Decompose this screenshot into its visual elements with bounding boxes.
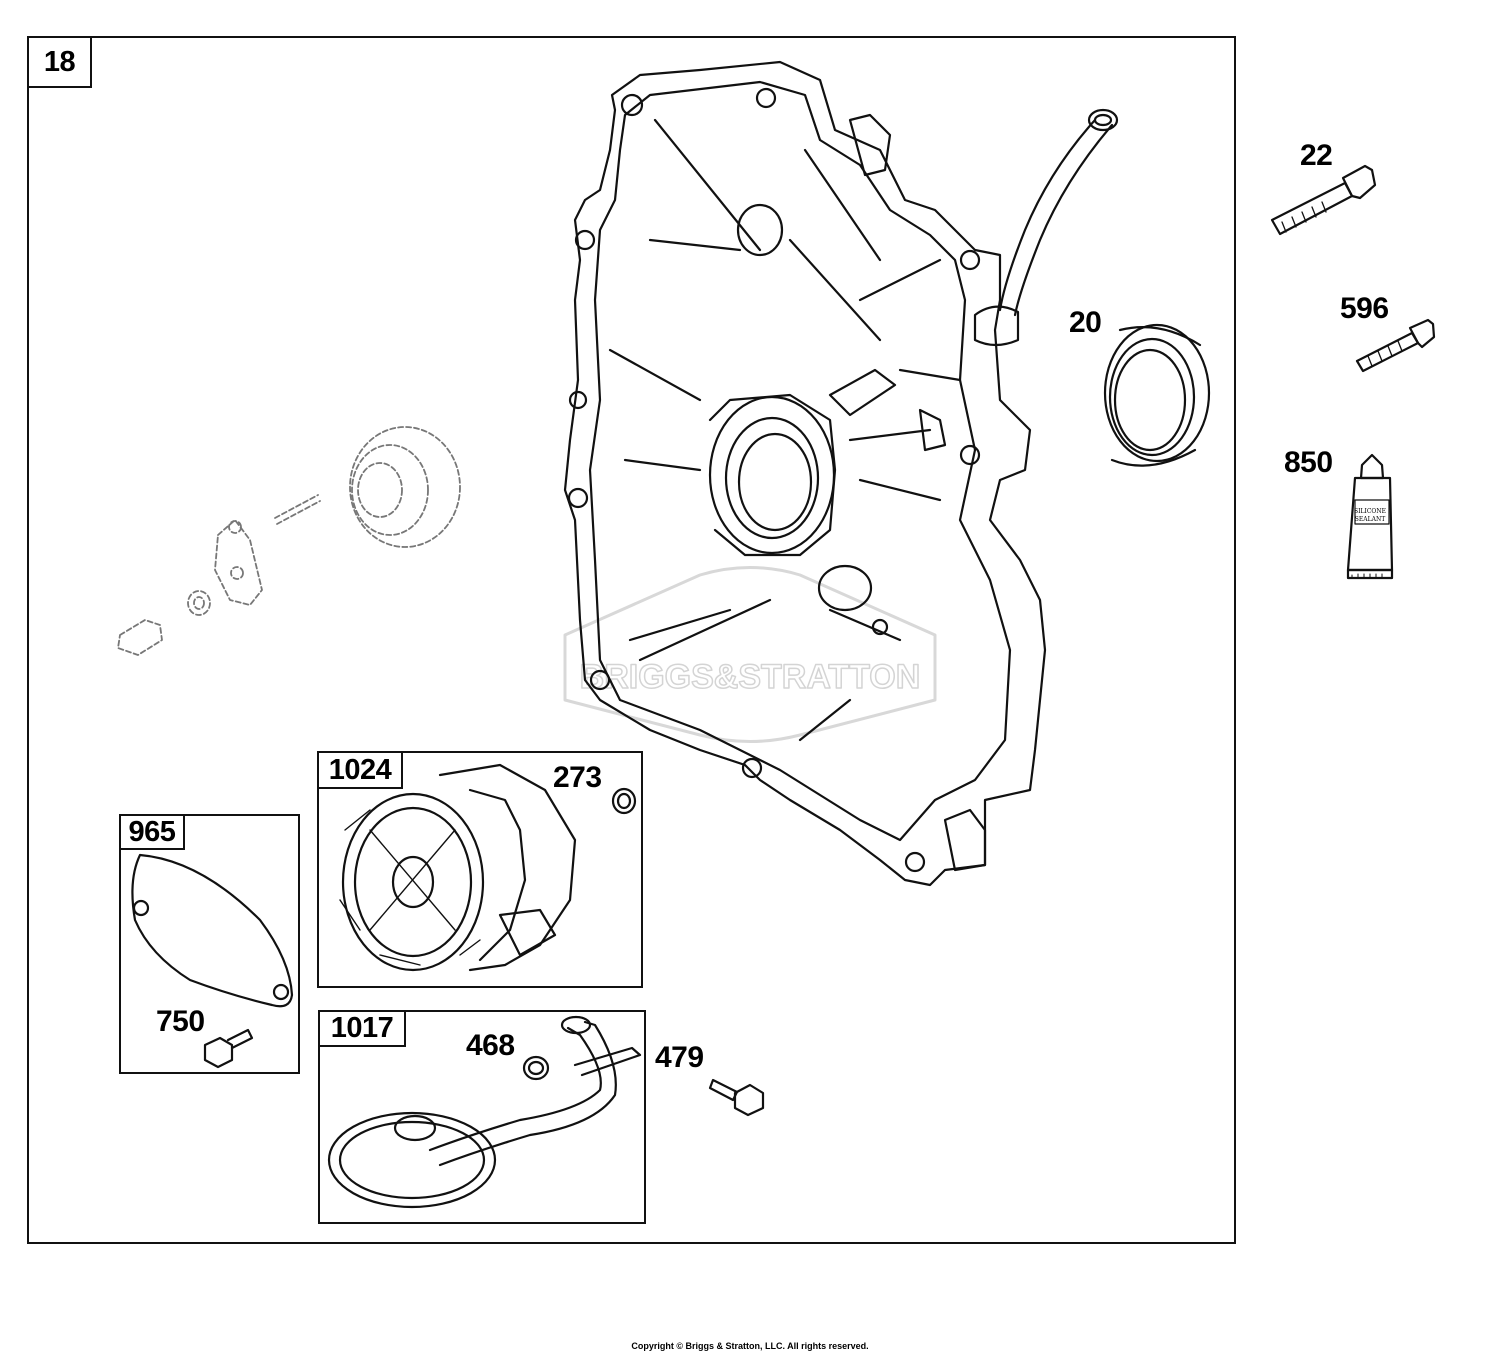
callout-850[interactable]: 850	[1284, 446, 1333, 479]
watermark-text: BRIGGS&STRATTON	[580, 658, 921, 696]
callout-750[interactable]: 750	[156, 1005, 205, 1038]
crankcase-cover	[563, 60, 1119, 887]
subassembly-box-965	[119, 814, 300, 1074]
oil-pump-1024	[339, 763, 637, 972]
sealant-label-line1: SILICONE	[1354, 508, 1386, 515]
brand-watermark: BRIGGS&STRATTON	[563, 566, 937, 743]
callout-479[interactable]: 479	[655, 1041, 704, 1074]
copyright-notice: Copyright © Briggs & Stratton, LLC. All …	[631, 1341, 869, 1351]
governor-assembly	[117, 426, 461, 656]
subassembly-tag-1024[interactable]: 1024	[317, 751, 403, 789]
diagram-frame	[27, 36, 1236, 1244]
oil-seal	[1103, 323, 1211, 467]
sealant-tube-850	[1346, 453, 1394, 580]
callout-468[interactable]: 468	[466, 1029, 515, 1062]
bolt-479	[708, 1078, 765, 1117]
callout-22[interactable]: 22	[1300, 139, 1333, 172]
main-part-tag[interactable]: 18	[27, 36, 92, 88]
gasket-965	[131, 853, 294, 1008]
bolt-596	[1355, 318, 1436, 373]
subassembly-box-1024	[317, 751, 643, 988]
bolt-22	[1270, 164, 1377, 236]
callout-20[interactable]: 20	[1069, 306, 1102, 339]
subassembly-tag-1017[interactable]: 1017	[318, 1010, 406, 1047]
subassembly-box-1017	[318, 1010, 646, 1224]
oil-pickup-1017	[327, 1015, 642, 1209]
bolt-750	[203, 1028, 254, 1069]
callout-596[interactable]: 596	[1340, 292, 1389, 325]
subassembly-tag-965[interactable]: 965	[119, 814, 185, 850]
callout-273[interactable]: 273	[553, 761, 602, 794]
sealant-label-line2: SEALANT	[1355, 516, 1385, 523]
